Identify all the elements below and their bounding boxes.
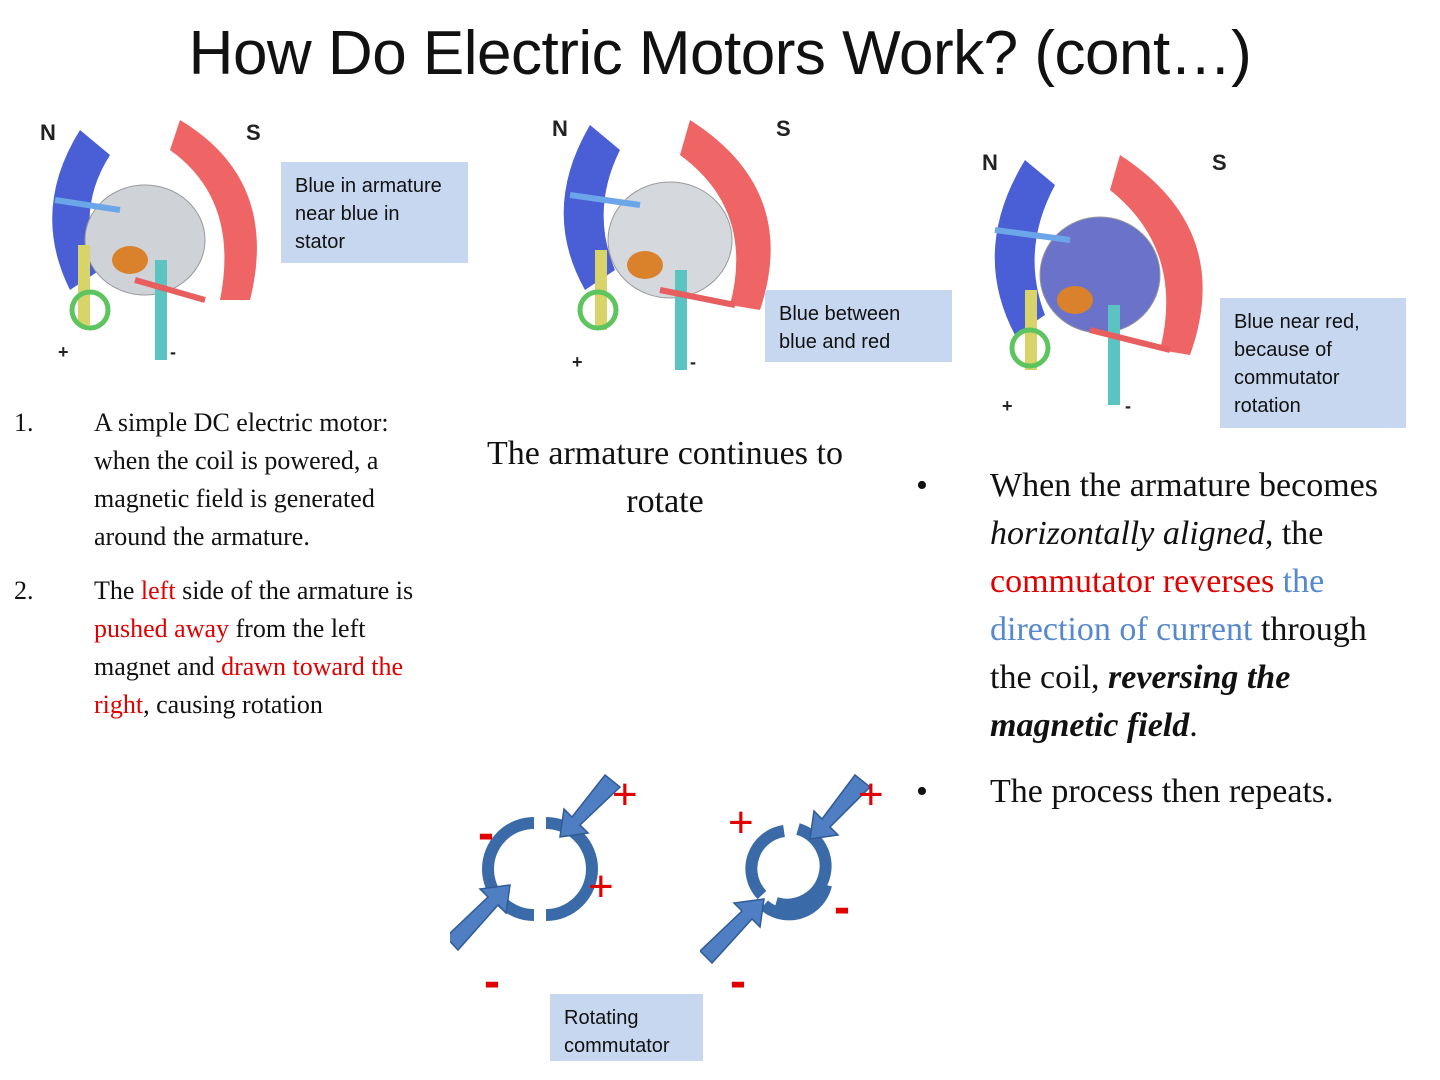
highlight-drawn-right: drawn toward the right <box>94 652 404 719</box>
red-field-arrow <box>659 287 736 308</box>
armature <box>84 184 206 296</box>
highlight-direction-current: the direction of current <box>990 563 1325 648</box>
commutator-half-left <box>482 817 535 921</box>
north-pole-magnet <box>994 160 1055 335</box>
step-number: 2. <box>14 576 34 605</box>
step-item: 2. The left side of the armature is push… <box>14 572 419 724</box>
north-label: N <box>982 150 998 175</box>
sign-plus: + <box>612 770 638 819</box>
motor-diagram-2: N S + - <box>552 116 791 372</box>
sign-plus: + <box>858 770 884 819</box>
plus-terminal: + <box>1002 396 1013 416</box>
step-text: from the left magnet and <box>94 614 366 681</box>
minus-terminal: - <box>170 342 176 362</box>
sign-minus: - <box>730 955 746 1008</box>
north-pole-magnet <box>52 130 110 290</box>
commutator-bottom <box>760 883 832 921</box>
slide-title: How Do Electric Motors Work? (cont…) <box>188 19 1252 88</box>
callout-blue-between: Blue between blue and red <box>765 290 952 362</box>
brush-positive <box>78 245 90 325</box>
armature <box>1039 216 1161 334</box>
bullet-dot: • <box>916 773 928 810</box>
brush-negative <box>675 270 687 370</box>
callout-rotating-commutator: Rotating commutator <box>550 994 703 1061</box>
motor-diagram-3: N S + - <box>982 150 1227 416</box>
step-text: A simple DC electric motor: when the coi… <box>94 408 389 551</box>
south-label: S <box>246 120 261 145</box>
sign-plus: + <box>588 862 614 911</box>
red-field-arrow <box>1089 327 1171 353</box>
bullet-bold-italic: reversing the magnetic field <box>990 659 1291 744</box>
commutator-core <box>112 246 148 274</box>
bullet-text: When the armature becomes <box>990 467 1378 504</box>
rotation-arrow <box>577 289 619 331</box>
brush-arrow-bottom <box>700 898 765 965</box>
step-number: 1. <box>14 408 34 437</box>
north-label: N <box>552 116 568 141</box>
brush-arrow-top <box>809 773 872 840</box>
motor-diagram-1: N S + - <box>40 120 261 362</box>
rotation-arrow <box>1009 327 1051 369</box>
brush-arrow-bottom <box>450 884 511 952</box>
brush-negative <box>155 260 167 360</box>
south-pole-magnet <box>680 120 771 310</box>
plus-terminal: + <box>572 352 583 372</box>
bullet-text: . <box>1189 707 1198 744</box>
highlight-commutator-reverses: commutator reverses <box>990 563 1275 600</box>
bullet-dot: • <box>916 467 928 504</box>
commutator-core <box>627 251 663 279</box>
bullet-item: • The process then repeats. <box>912 768 1392 816</box>
callout-blue-in-armature: Blue in armature near blue in stator <box>281 162 468 263</box>
bullet-italic: horizontally aligned <box>990 515 1265 552</box>
rotation-arrow <box>69 289 111 331</box>
highlight-left: left <box>140 576 176 605</box>
south-pole-magnet <box>170 120 257 300</box>
commutator-diagram-1 <box>450 773 622 952</box>
south-label: S <box>776 116 791 141</box>
blue-field-arrow <box>569 192 641 208</box>
bullet-item: • When the armature becomes horizontally… <box>912 462 1392 750</box>
step-text: The <box>94 576 141 605</box>
brush-arrow-top <box>559 773 622 838</box>
armature <box>607 181 733 299</box>
callout-blue-near-red: Blue near red, because of commutator rot… <box>1220 298 1406 428</box>
bullet-list: • When the armature becomes horizontally… <box>912 462 1392 834</box>
bullet-text: through the coil, <box>990 611 1367 696</box>
bullet-text <box>1274 563 1283 600</box>
commutator-diagram-2 <box>700 773 872 965</box>
blue-field-arrow <box>994 227 1071 243</box>
south-label: S <box>1212 150 1227 175</box>
sign-minus: - <box>834 881 850 934</box>
sign-minus: - <box>484 955 500 1008</box>
commutator-half-left <box>745 825 786 900</box>
step-text: , causing rotation <box>143 690 323 719</box>
highlight-pushed-away: pushed away <box>94 614 230 643</box>
minus-terminal: - <box>1125 396 1131 416</box>
brush-negative <box>1108 305 1120 405</box>
bullet-text: The process then repeats. <box>990 773 1334 810</box>
north-pole-magnet <box>563 125 620 290</box>
sign-minus: - <box>478 807 494 860</box>
armature-continues-text: The armature continues to rotate <box>487 435 843 520</box>
red-field-arrow <box>134 277 206 303</box>
sign-plus: + <box>728 798 754 847</box>
south-pole-magnet <box>1110 155 1203 355</box>
minus-terminal: - <box>690 352 696 372</box>
bullet-text: , the <box>1264 515 1324 552</box>
steps-list: 1. A simple DC electric motor: when the … <box>14 404 419 740</box>
plus-terminal: + <box>58 342 69 362</box>
step-item: 1. A simple DC electric motor: when the … <box>14 404 419 556</box>
commutator-half-right <box>545 817 598 921</box>
north-label: N <box>40 120 56 145</box>
blue-field-arrow <box>54 197 121 213</box>
commutator-core <box>1057 286 1093 314</box>
step-text: side of the armature is <box>175 576 414 605</box>
